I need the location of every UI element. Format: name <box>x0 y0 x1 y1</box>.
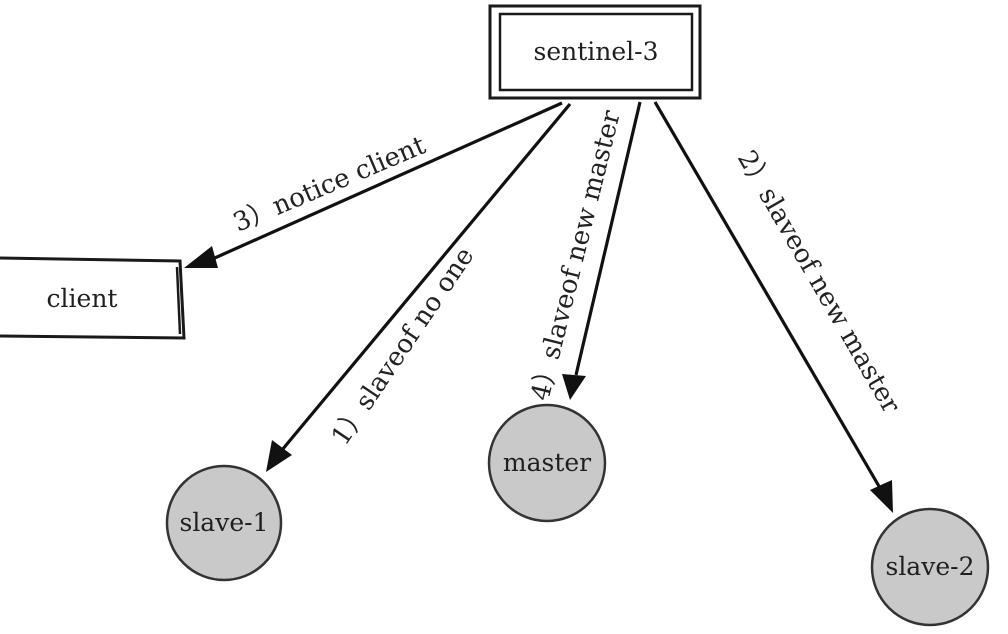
edge-notice-client-arrowhead <box>184 246 218 268</box>
sentinel-3-node: sentinel-3 <box>488 4 702 100</box>
slave-2-circle <box>870 507 990 627</box>
sentinel-3-outer-border <box>488 4 702 100</box>
slave-1-label: slave-1 <box>179 508 268 537</box>
client-node: client <box>0 256 186 340</box>
edge-slaveof-new-master-4-arrowhead <box>562 374 586 400</box>
edge-slaveof-new-master-4-line <box>574 101 642 376</box>
client-label: client <box>47 284 118 313</box>
edge-slaveof-no-one-label: 1）slaveof no one <box>326 242 480 451</box>
client-border <box>0 256 186 340</box>
edge-notice-client-line <box>207 101 563 263</box>
slave-2-node: slave-2 <box>870 507 990 627</box>
edge-slaveof-new-master-2-line <box>653 101 882 489</box>
master-circle <box>487 403 607 523</box>
edge-slaveof-new-master-2-label: 2）slaveof new master <box>731 146 906 419</box>
edge-slaveof-no-one-arrowhead <box>266 440 292 472</box>
edge-slaveof-new-master-2: 2）slaveof new master <box>653 101 906 513</box>
sentinel-3-inner-border <box>498 12 694 92</box>
slave-1-circle <box>165 464 283 582</box>
edge-slaveof-new-master-4-label: 4）slaveof new master <box>526 107 627 404</box>
edge-slaveof-new-master-2-arrowhead <box>870 480 893 513</box>
client-border-double <box>175 266 182 335</box>
sentinel-3-label: sentinel-3 <box>533 37 658 66</box>
edge-notice-client: 3）notice client <box>184 101 563 268</box>
master-label: master <box>503 448 591 477</box>
slave-2-label: slave-2 <box>885 552 974 581</box>
slave-1-node: slave-1 <box>165 464 283 582</box>
master-node: master <box>487 403 607 523</box>
edge-notice-client-label: 3）notice client <box>229 130 431 238</box>
edge-slaveof-no-one-line <box>280 102 572 452</box>
edge-slaveof-new-master-4: 4）slaveof new master <box>526 101 642 404</box>
